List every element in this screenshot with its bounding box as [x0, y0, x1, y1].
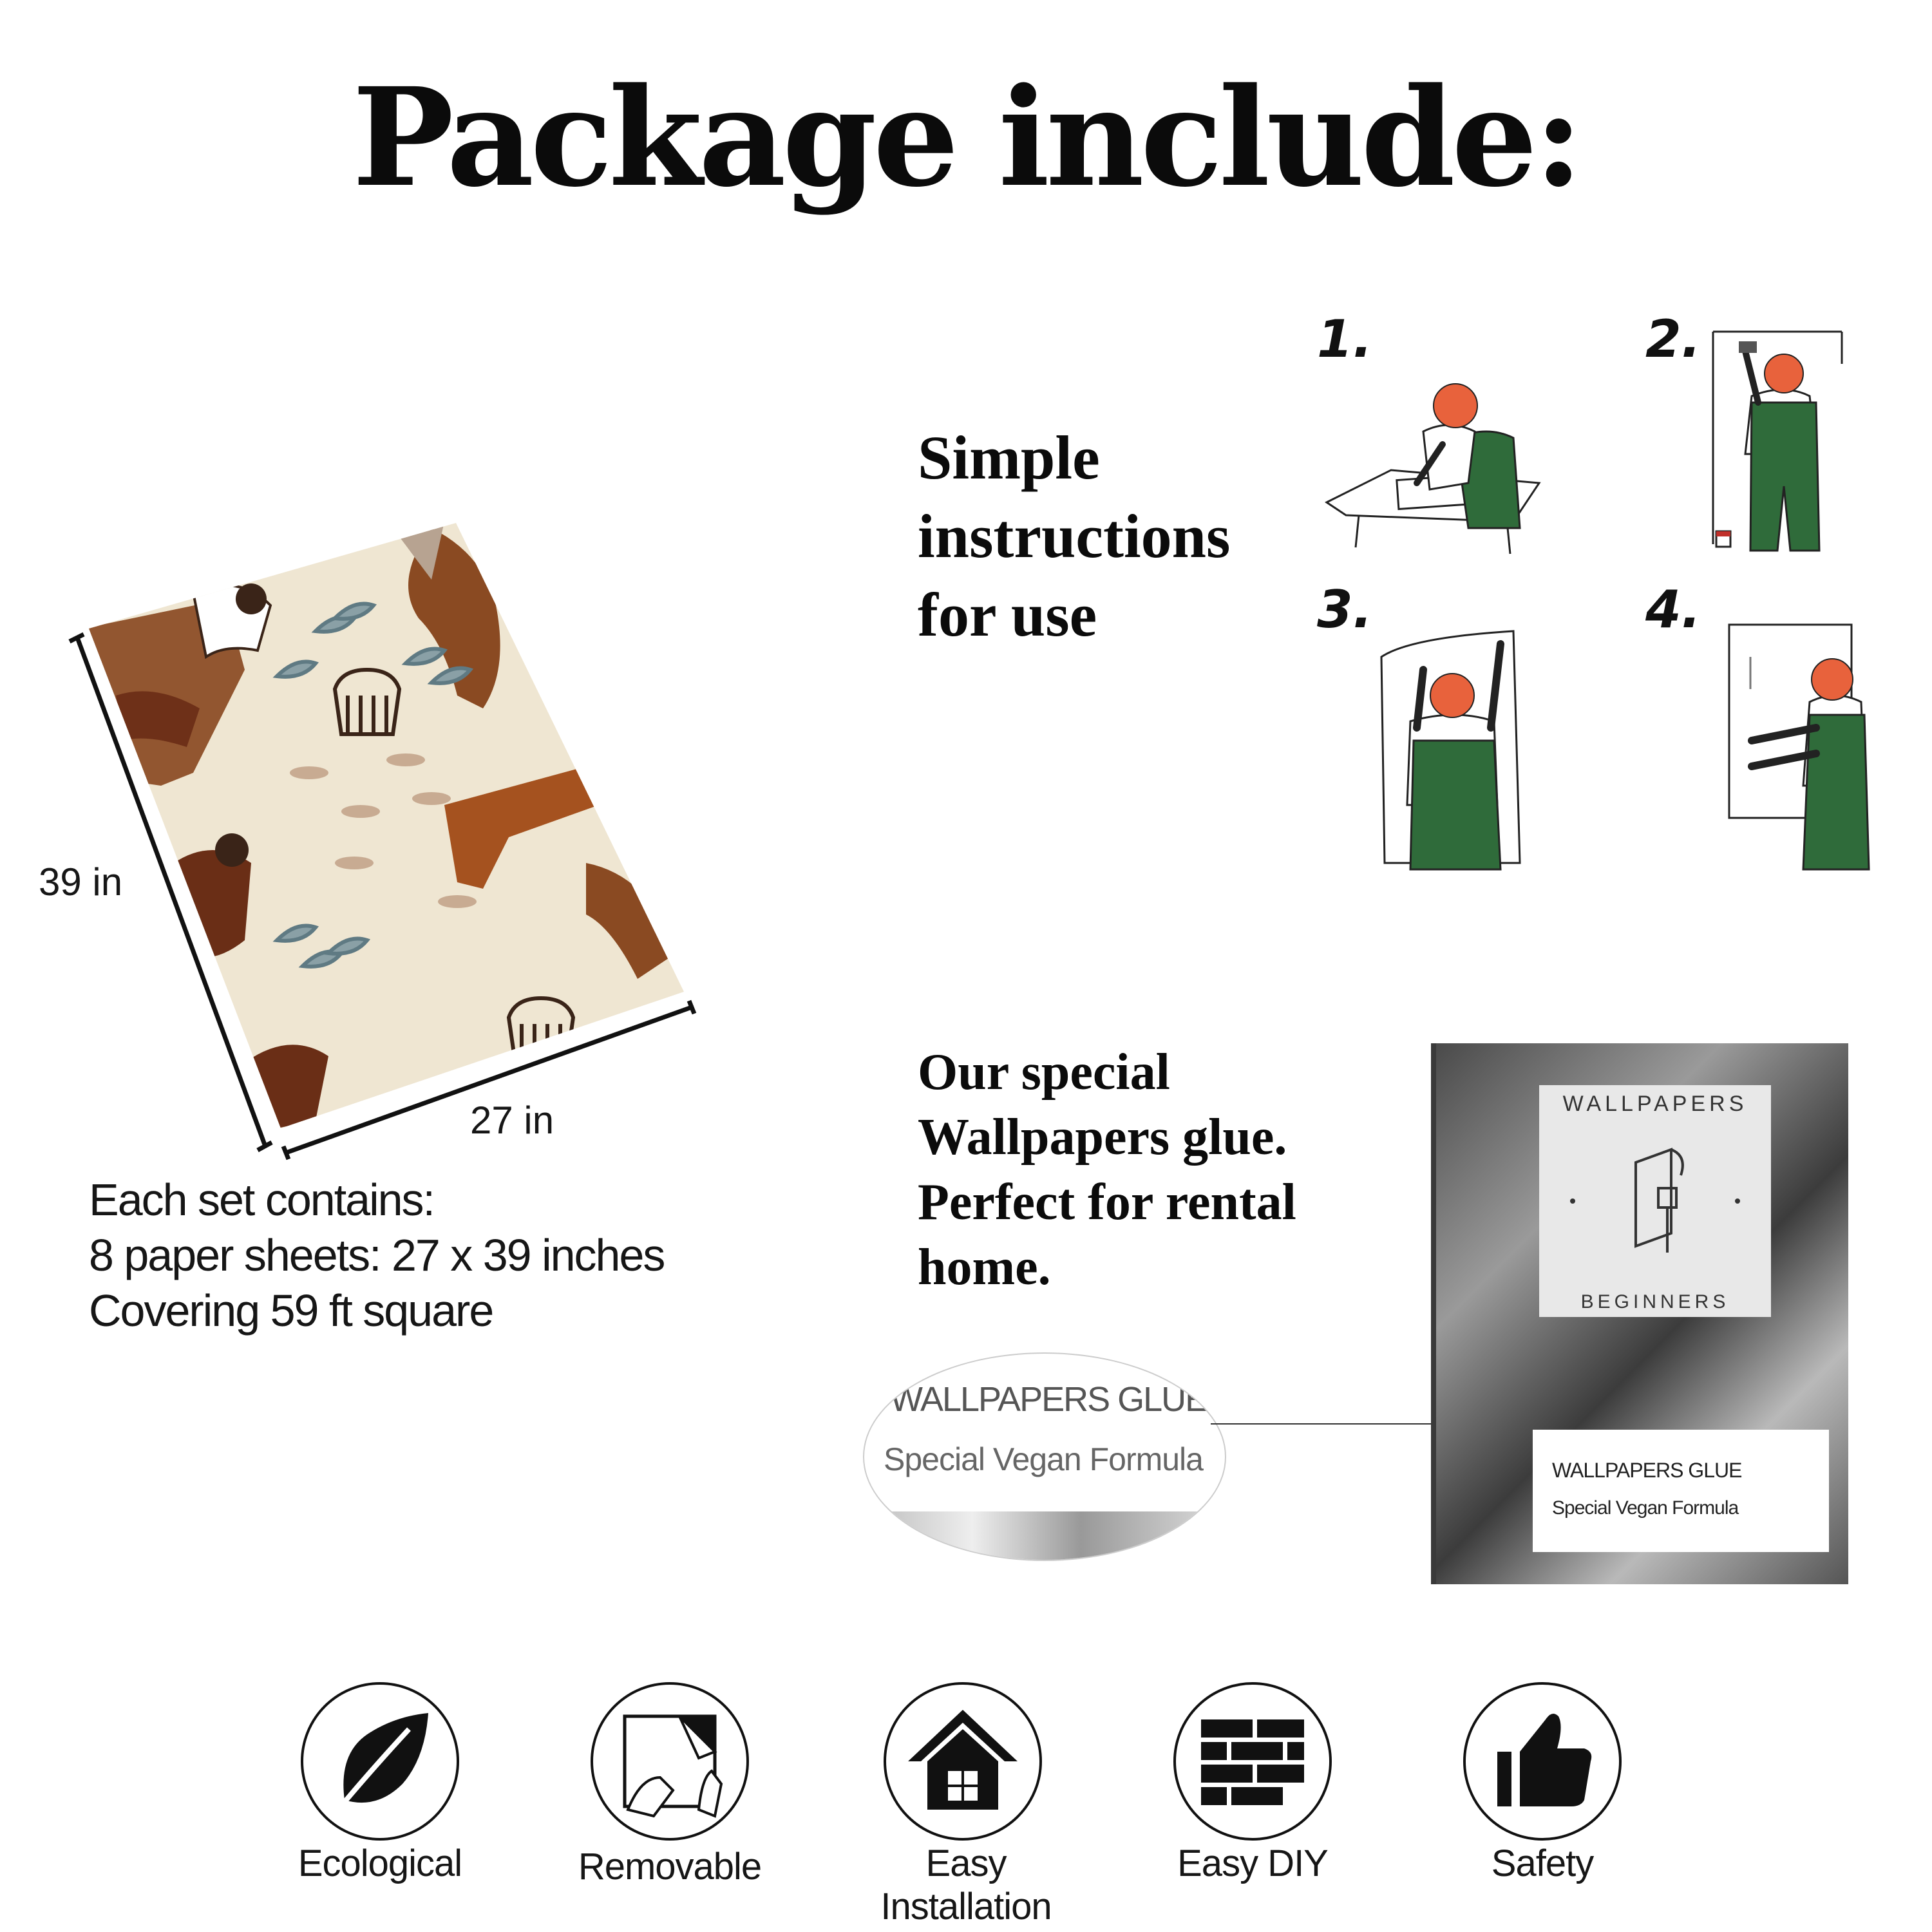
glue-label-zoom: WALLPAPERS GLUE Special Vegan Formula	[863, 1352, 1226, 1561]
feature-label-easy-installation: Easy Installation	[880, 1842, 1052, 1927]
step-4-illustration	[1728, 623, 1870, 871]
wallpaper-sheet-illustration	[68, 523, 697, 1160]
package-label: WALLPAPERS GLUE Special Vegan Formula	[1533, 1430, 1829, 1552]
house-icon	[882, 1681, 1043, 1842]
zoom-label-subtitle: Special Vegan Formula	[884, 1441, 1204, 1477]
brick-wall-icon	[1172, 1681, 1333, 1842]
instructions-line: for use	[918, 580, 1097, 649]
brand-logo-top: WALLPAPERS	[1562, 1092, 1748, 1116]
feature-label-easy-diy: Easy DIY	[1177, 1842, 1329, 1884]
zoom-connector-line	[1211, 1423, 1539, 1425]
feature-label-removable: Removable	[578, 1846, 762, 1888]
step-2-illustration	[1712, 330, 1843, 552]
glue-description-line: Perfect for rental	[918, 1174, 1296, 1231]
package-label-title: WALLPAPERS GLUE	[1552, 1459, 1742, 1482]
page-title: Package include:	[352, 58, 1584, 217]
zoom-texture	[864, 1511, 1225, 1560]
step-number: 1.	[1317, 309, 1373, 369]
set-contents-line: Each set contains:	[89, 1175, 435, 1225]
dimension-lines	[68, 632, 697, 1160]
feature-label-safety: Safety	[1491, 1842, 1594, 1884]
feature-label-ecological: Ecological	[298, 1842, 462, 1884]
glue-description-line: Wallpapers glue.	[918, 1109, 1287, 1166]
thumbs-up-icon	[1462, 1681, 1623, 1842]
step-number: 3.	[1317, 580, 1373, 639]
step-number: 2.	[1645, 309, 1701, 369]
sheet-width-label: 27 in	[470, 1099, 554, 1142]
brand-logo-icon	[1570, 1148, 1740, 1253]
set-contents-text: Each set contains: 8 paper sheets: 27 x …	[89, 1172, 765, 1338]
peel-hand-icon	[589, 1681, 750, 1842]
glue-description-line: home.	[918, 1239, 1051, 1296]
instructions-line: Simple	[918, 423, 1100, 492]
step-3-illustration	[1380, 630, 1521, 871]
leaf-icon	[299, 1681, 460, 1842]
instructions-line: instructions	[918, 502, 1231, 571]
glue-description: Our special Wallpapers glue. Perfect for…	[918, 1040, 1381, 1300]
step-1-illustration	[1325, 383, 1541, 554]
set-contents-line: 8 paper sheets: 27 x 39 inches	[89, 1230, 665, 1280]
set-contents-line: Covering 59 ft square	[89, 1285, 494, 1336]
instructions-heading: Simple instructions for use	[918, 419, 1317, 654]
sheet-height-label: 39 in	[39, 860, 123, 904]
package-label-subtitle: Special Vegan Formula	[1552, 1497, 1739, 1519]
glue-package: WALLPAPERS BEGINNERS WALLPAPERS GLUE Spe…	[1436, 1043, 1848, 1584]
step-number: 4.	[1645, 580, 1701, 639]
zoom-label-title: WALLPAPERS GLUE	[890, 1380, 1208, 1419]
brand-logo-panel	[1539, 1085, 1771, 1317]
brand-logo-bottom: BEGINNERS	[1580, 1291, 1730, 1312]
glue-description-line: Our special	[918, 1044, 1170, 1101]
